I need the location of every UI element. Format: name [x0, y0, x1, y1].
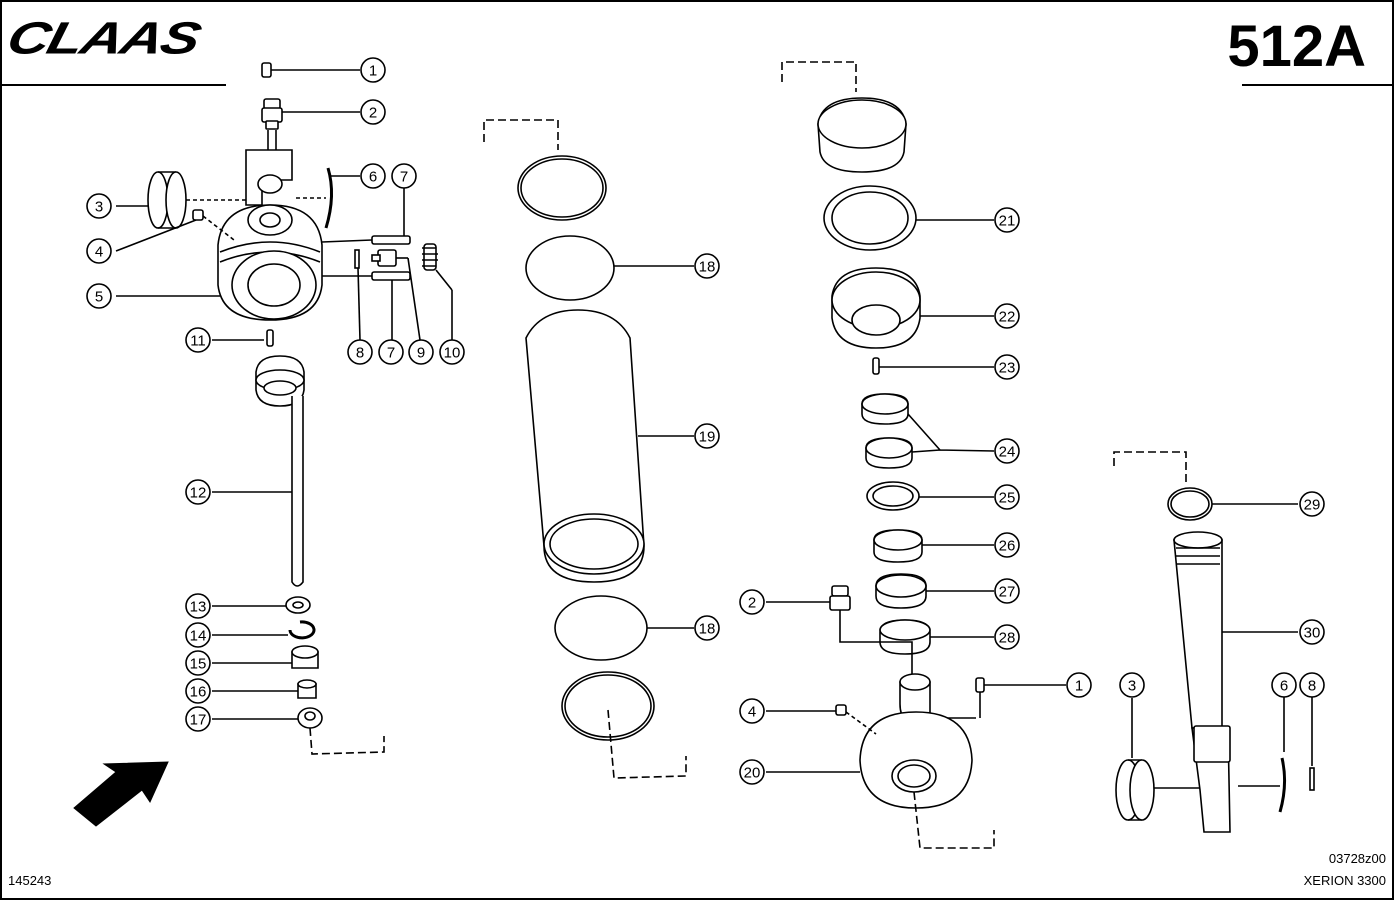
svg-text:7: 7 — [400, 169, 408, 186]
svg-text:18: 18 — [699, 621, 716, 638]
svg-text:6: 6 — [369, 169, 377, 186]
svg-text:16: 16 — [190, 684, 207, 701]
callout-25: 25 — [994, 484, 1020, 510]
svg-text:2: 2 — [369, 105, 377, 122]
callout-24: 24 — [994, 438, 1020, 464]
callout-8: 8 — [347, 339, 373, 365]
svg-text:8: 8 — [356, 345, 364, 362]
callout-3: 3 — [86, 193, 112, 219]
svg-text:7: 7 — [387, 345, 395, 362]
callout-13: 13 — [185, 593, 211, 619]
svg-text:8: 8 — [1308, 678, 1316, 695]
callout-14: 14 — [185, 622, 211, 648]
callout-6: 6 — [360, 163, 386, 189]
svg-text:17: 17 — [190, 712, 207, 729]
svg-text:4: 4 — [748, 704, 756, 721]
callout-15: 15 — [185, 650, 211, 676]
callout-9: 9 — [408, 339, 434, 365]
svg-text:20: 20 — [744, 765, 761, 782]
svg-text:5: 5 — [95, 289, 103, 306]
callout-2-right: 2 — [739, 589, 765, 615]
callout-23: 23 — [994, 354, 1020, 380]
svg-text:19: 19 — [699, 429, 716, 446]
callout-1: 1 — [360, 57, 386, 83]
svg-text:18: 18 — [699, 259, 716, 276]
callout-6-right: 6 — [1271, 672, 1297, 698]
svg-text:1: 1 — [369, 63, 377, 80]
svg-text:14: 14 — [190, 628, 207, 645]
callout-16: 16 — [185, 678, 211, 704]
svg-text:1: 1 — [1075, 678, 1083, 695]
part-piston-group — [766, 61, 1066, 849]
callout-5: 5 — [86, 283, 112, 309]
svg-text:28: 28 — [999, 630, 1016, 647]
svg-text:3: 3 — [1128, 678, 1136, 695]
part-cylinder-tube-group — [483, 119, 694, 779]
svg-text:6: 6 — [1280, 678, 1288, 695]
callout-18-bottom: 18 — [694, 615, 720, 641]
callout-17: 17 — [185, 706, 211, 732]
svg-text:21: 21 — [999, 213, 1016, 230]
part-head-group — [115, 62, 453, 347]
svg-text:4: 4 — [95, 244, 103, 261]
callout-3-right: 3 — [1119, 672, 1145, 698]
svg-text:15: 15 — [190, 656, 207, 673]
callout-8-right: 8 — [1299, 672, 1325, 698]
callout-12: 12 — [185, 479, 211, 505]
svg-text:27: 27 — [999, 584, 1016, 601]
callout-22: 22 — [994, 303, 1020, 329]
callout-4: 4 — [86, 238, 112, 264]
svg-text:29: 29 — [1304, 497, 1321, 514]
callout-26: 26 — [994, 532, 1020, 558]
callout-28: 28 — [994, 624, 1020, 650]
svg-text:9: 9 — [417, 345, 425, 362]
callout-7-top: 7 — [391, 163, 417, 189]
callout-4-right: 4 — [739, 698, 765, 724]
svg-text:25: 25 — [999, 490, 1016, 507]
svg-text:12: 12 — [190, 485, 207, 502]
callout-2: 2 — [360, 99, 386, 125]
svg-text:3: 3 — [95, 199, 103, 216]
svg-text:24: 24 — [999, 444, 1016, 461]
callout-10: 10 — [439, 339, 465, 365]
part-rod-end-group — [1113, 451, 1315, 833]
svg-text:13: 13 — [190, 599, 207, 616]
svg-text:22: 22 — [999, 309, 1016, 326]
callout-19: 19 — [694, 423, 720, 449]
callout-27: 27 — [994, 578, 1020, 604]
model-name: XERION 3300 — [1303, 873, 1386, 888]
callout-layer: 1 2 3 4 5 6 7 8 7 9 10 11 12 13 14 15 16… — [86, 57, 1325, 785]
callout-7-bottom: 7 — [378, 339, 404, 365]
callout-29: 29 — [1299, 491, 1325, 517]
image-code: 03728z00 — [1328, 851, 1386, 866]
part-piston-rod-group — [212, 355, 385, 755]
page-code: 512A — [1227, 14, 1366, 79]
svg-text:26: 26 — [999, 538, 1016, 555]
svg-text:23: 23 — [999, 360, 1016, 377]
callout-11: 11 — [185, 327, 211, 353]
svg-text:11: 11 — [190, 333, 206, 350]
drawing-number: 145243 — [8, 873, 52, 888]
svg-text:10: 10 — [444, 345, 461, 362]
callout-20: 20 — [739, 759, 765, 785]
svg-text:2: 2 — [748, 595, 756, 612]
callout-21: 21 — [994, 207, 1020, 233]
direction-arrow-icon — [73, 761, 169, 827]
svg-text:30: 30 — [1304, 625, 1321, 642]
callout-30: 30 — [1299, 619, 1325, 645]
callout-1-right: 1 — [1066, 672, 1092, 698]
callout-18-top: 18 — [694, 253, 720, 279]
